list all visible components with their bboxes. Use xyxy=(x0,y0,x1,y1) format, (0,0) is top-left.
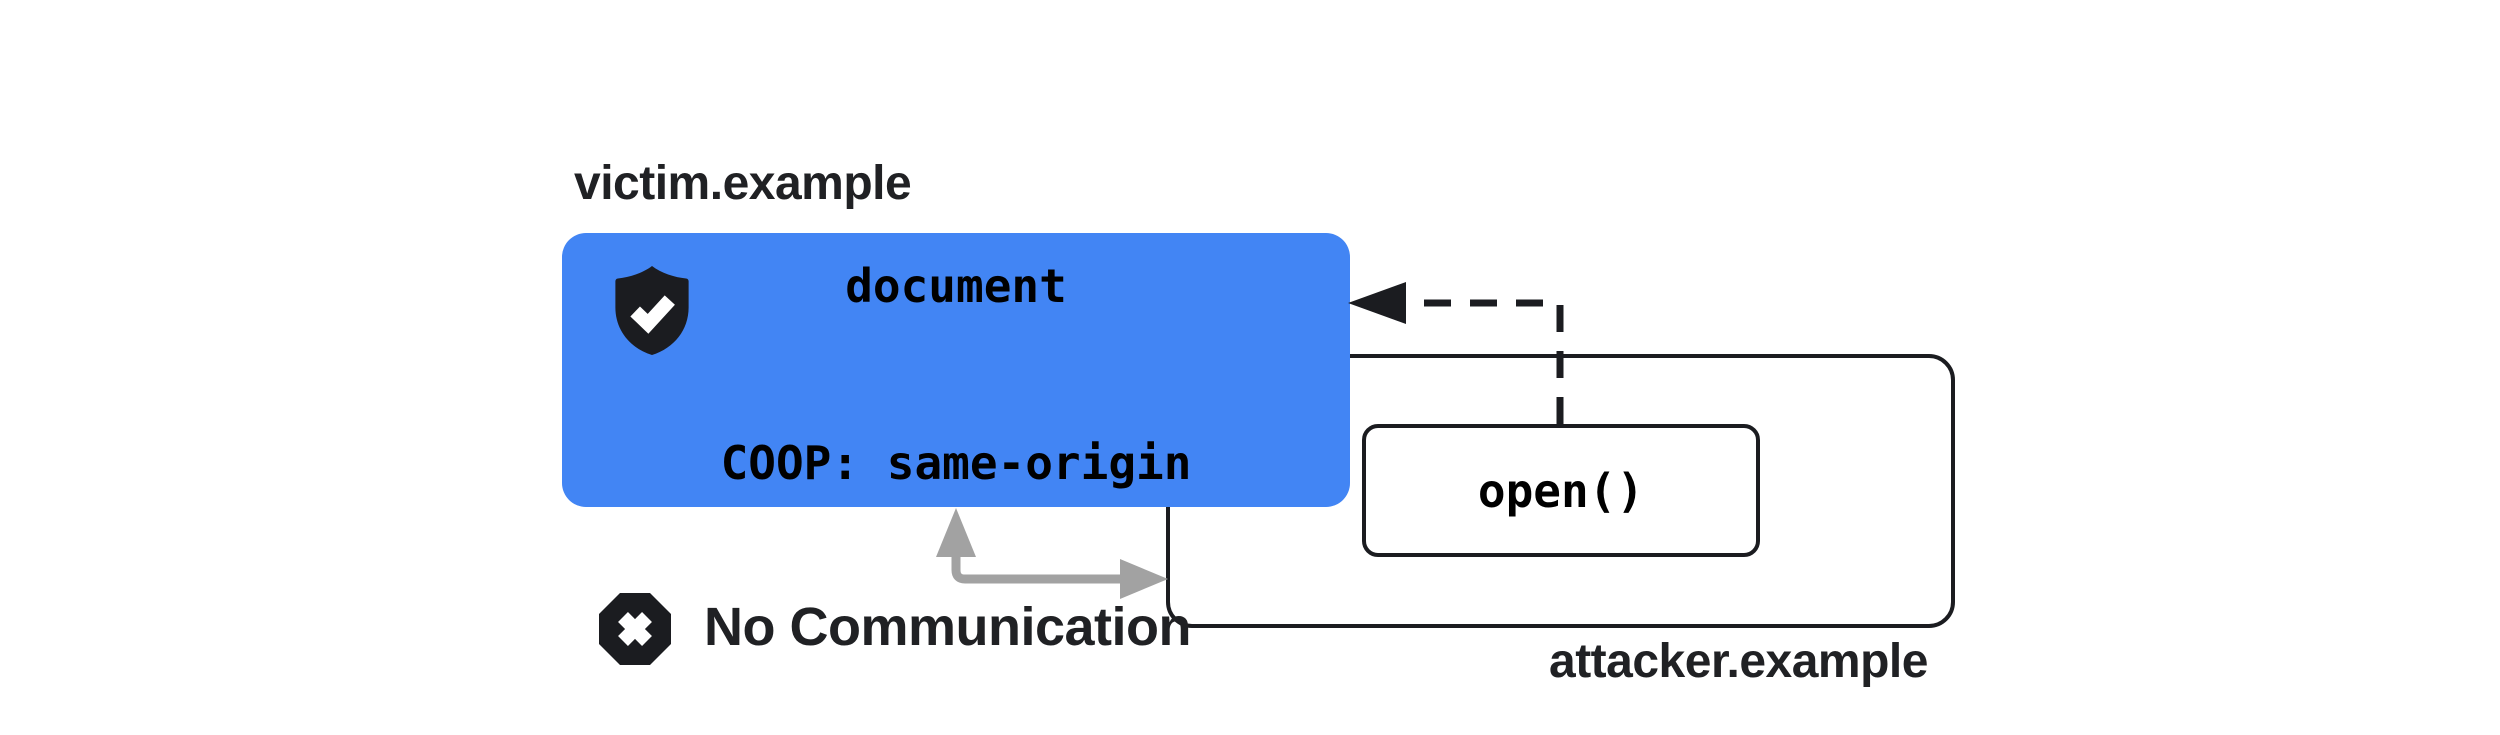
coop-header-line: COOP: same-origin xyxy=(720,436,1192,490)
no-communication-label: No Communication xyxy=(704,597,1192,657)
no-communication-note: No Communication xyxy=(596,590,1192,668)
victim-document-box: document COOP: same-origin xyxy=(562,233,1350,507)
octagon-x-icon xyxy=(599,593,671,665)
shield-check-icon xyxy=(615,265,689,356)
attacker-domain-label: attacker.example xyxy=(1549,635,1928,688)
victim-domain-label: victim.example xyxy=(574,157,912,210)
victim-box-text: document COOP: same-origin xyxy=(562,139,1350,611)
open-call-label: open() xyxy=(1477,463,1645,518)
open-call-box: open() xyxy=(1362,424,1760,557)
document-line: document xyxy=(845,259,1067,313)
